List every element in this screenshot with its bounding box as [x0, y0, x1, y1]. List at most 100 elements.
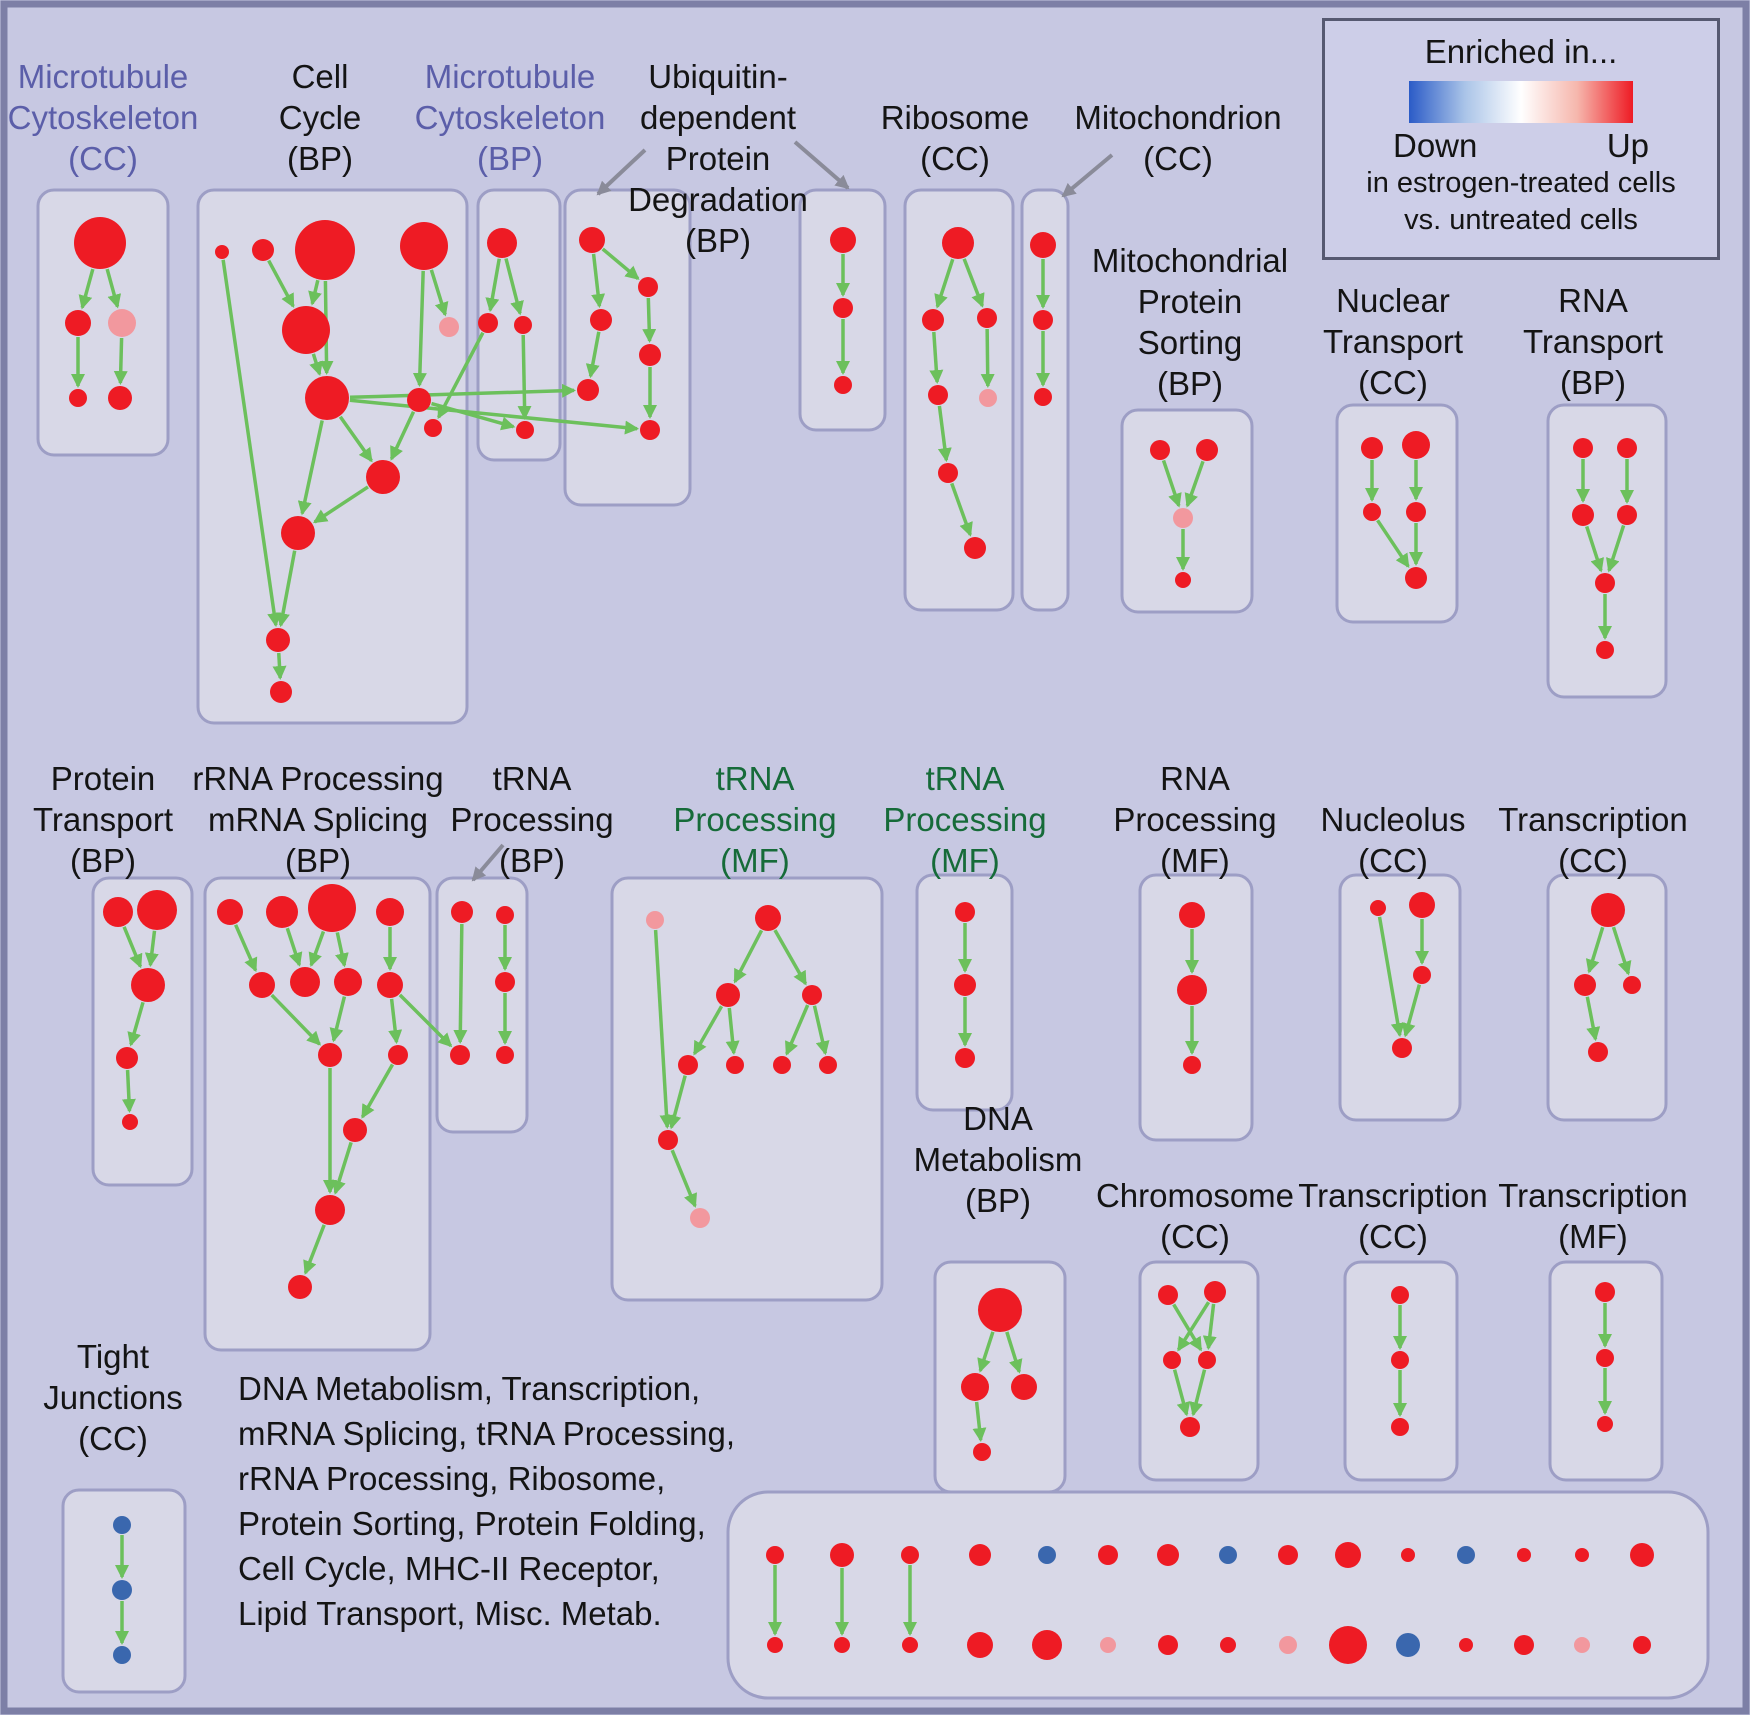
- go-node-mito-protein-sorting: [1175, 572, 1191, 588]
- go-node-trna-mf-large: [802, 985, 822, 1005]
- go-node-transcription-cc-2: [1391, 1286, 1409, 1304]
- go-node-microtubule-cc: [108, 309, 136, 337]
- cluster-box-rna-transport: [1546, 403, 1668, 699]
- go-node-microtubule-bp: [516, 421, 534, 439]
- go-node-rna-processing-mf: [1183, 1056, 1201, 1074]
- go-node-trna-bp: [495, 972, 515, 992]
- cluster-label: Nucleolus(CC): [1321, 801, 1466, 879]
- go-node-rrna-mrna-bp: [315, 1195, 345, 1225]
- go-node-misc-pairs: [1279, 1636, 1297, 1654]
- go-node-rrna-mrna-bp: [334, 968, 362, 996]
- go-edge: [437, 331, 485, 420]
- go-node-ubiquitin-b: [834, 376, 852, 394]
- go-edge: [725, 1007, 740, 1056]
- go-node-misc-pairs: [1633, 1636, 1651, 1654]
- go-node-misc-pairs: [1157, 1544, 1179, 1566]
- go-node-ubiquitin-a: [639, 344, 661, 366]
- go-edge: [1585, 996, 1601, 1042]
- cluster-label: Transcription(MF): [1498, 1177, 1688, 1255]
- go-node-cell-cycle: [366, 460, 400, 494]
- go-node-misc-pairs: [1457, 1546, 1475, 1564]
- go-edge: [335, 932, 349, 968]
- go-node-microtubule-bp: [478, 313, 498, 333]
- go-node-trna-bp: [451, 901, 473, 923]
- go-node-nuclear-transport: [1406, 502, 1426, 522]
- go-node-dna-metabolism-bp: [1011, 1374, 1037, 1400]
- go-node-mitochondrion-cc: [1033, 310, 1053, 330]
- go-node-trna-mf-large: [678, 1055, 698, 1075]
- go-node-rna-processing-mf: [1179, 902, 1205, 928]
- cluster-label: Ribosome(CC): [881, 99, 1030, 177]
- go-edge: [285, 927, 303, 967]
- cluster-box-nuclear-transport: [1335, 403, 1459, 624]
- go-node-rrna-mrna-bp: [343, 1118, 367, 1142]
- go-edge: [591, 253, 606, 309]
- go-node-rrna-mrna-bp: [217, 899, 243, 925]
- go-edge: [1184, 460, 1205, 508]
- go-edge: [429, 269, 449, 317]
- go-node-misc-pairs: [1158, 1635, 1178, 1655]
- go-node-rrna-mrna-bp: [318, 1043, 342, 1067]
- go-edge: [485, 258, 501, 313]
- go-node-misc-pairs: [967, 1632, 993, 1658]
- go-edge: [972, 1401, 987, 1443]
- go-node-misc-pairs: [1032, 1630, 1062, 1660]
- go-edge: [1189, 1369, 1207, 1417]
- go-node-cell-cycle: [281, 516, 315, 550]
- go-node-nuclear-transport: [1363, 503, 1381, 521]
- go-node-protein-transport: [122, 1114, 138, 1130]
- go-node-mitochondrion-cc: [1034, 388, 1052, 406]
- go-node-misc-pairs: [1396, 1633, 1420, 1657]
- go-node-rrna-mrna-bp: [249, 972, 275, 998]
- go-edge: [929, 331, 944, 385]
- go-node-transcription-cc-2: [1391, 1418, 1409, 1436]
- go-node-cell-cycle: [282, 306, 330, 354]
- go-node-protein-transport: [137, 890, 177, 930]
- go-edge: [329, 996, 347, 1043]
- go-node-chromosome-cc: [1198, 1351, 1216, 1369]
- go-node-nucleolus-cc: [1392, 1038, 1412, 1058]
- cluster-box-transcription-cc-1: [1546, 873, 1668, 1122]
- go-edge: [733, 929, 764, 984]
- go-node-trna-mf-large: [716, 983, 740, 1007]
- legend-subtitle-line2: vs. untreated cells: [1404, 204, 1638, 236]
- go-node-ribosome-cc: [977, 308, 997, 328]
- go-node-transcription-cc-1: [1623, 976, 1641, 994]
- go-node-trna-bp: [496, 906, 514, 924]
- go-edge: [338, 415, 373, 463]
- go-node-mito-protein-sorting: [1196, 439, 1218, 461]
- go-edge: [388, 998, 403, 1045]
- go-node-transcription-mf: [1596, 1349, 1614, 1367]
- go-node-protein-transport: [103, 897, 133, 927]
- go-node-rrna-mrna-bp: [388, 1045, 408, 1065]
- go-edge: [412, 270, 427, 388]
- annotation-arrow: [1061, 153, 1114, 198]
- go-edge: [934, 258, 955, 309]
- go-node-trna-mf-large: [773, 1056, 791, 1074]
- go-node-misc-pairs: [1575, 1548, 1589, 1562]
- cluster-box-cell-cycle: [196, 188, 469, 725]
- go-edge: [785, 1004, 810, 1056]
- go-node-ribosome-cc: [979, 389, 997, 407]
- go-edge: [1377, 916, 1405, 1038]
- go-edge: [1202, 1303, 1217, 1351]
- go-node-transcription-cc-1: [1588, 1042, 1608, 1062]
- go-node-trna-mf-small: [955, 1048, 975, 1068]
- go-node-misc-pairs: [901, 1546, 919, 1564]
- go-node-ribosome-cc: [964, 537, 986, 559]
- go-edge: [349, 383, 577, 400]
- go-node-microtubule-cc: [69, 389, 87, 407]
- cluster-box-chromosome-cc: [1138, 1260, 1260, 1482]
- go-node-trna-mf-large: [726, 1056, 744, 1074]
- cluster-box-rna-processing-mf: [1138, 873, 1254, 1142]
